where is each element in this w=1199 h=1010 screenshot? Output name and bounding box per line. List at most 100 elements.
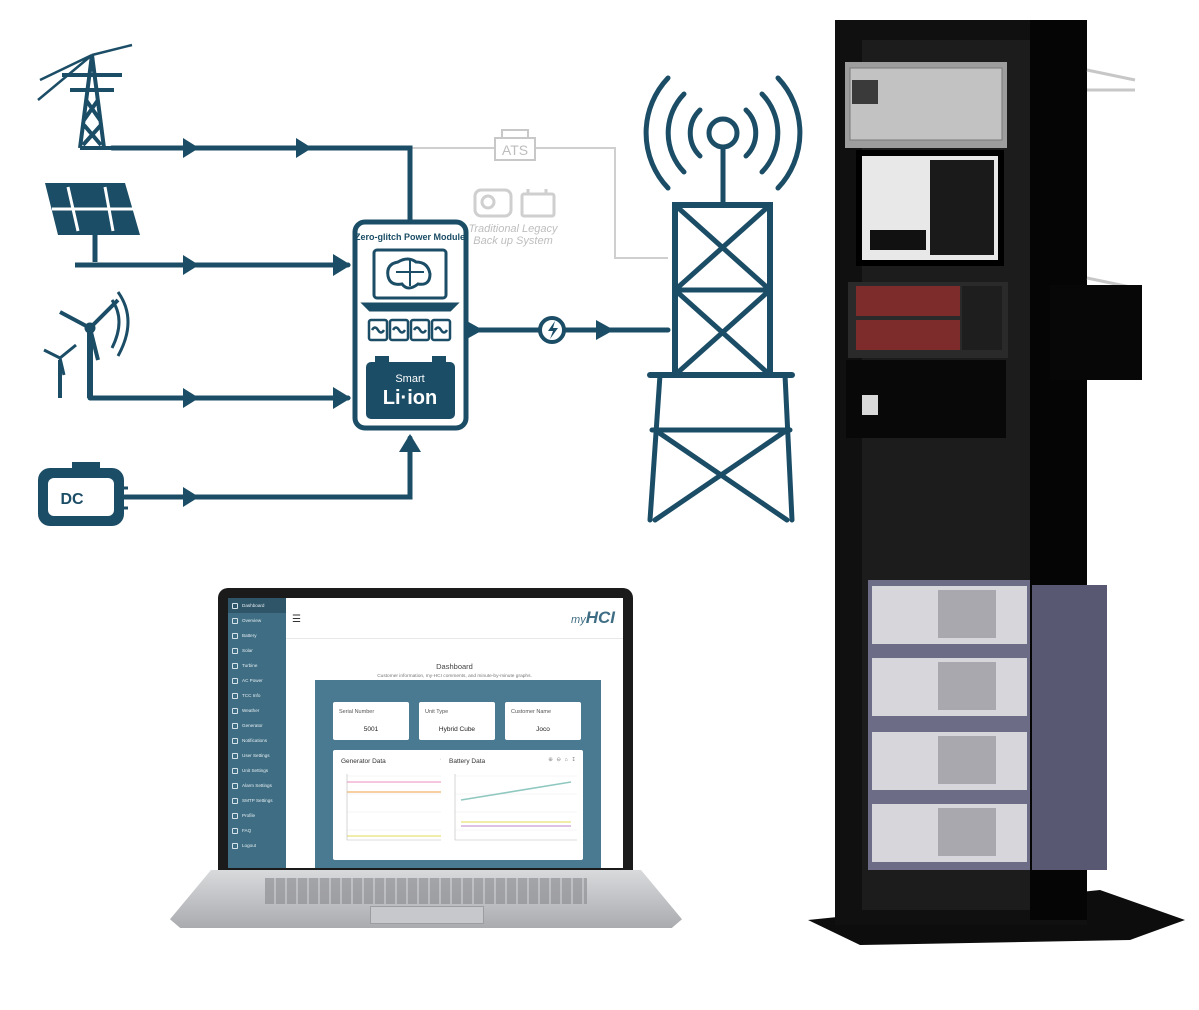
nav-icon — [232, 602, 238, 609]
sidebar-item-label: Generator — [242, 723, 263, 728]
sidebar-item-label: AC Power — [242, 678, 263, 683]
sidebar-item-notifications[interactable]: Notifications — [228, 733, 286, 748]
brain-laptop-icon — [360, 248, 460, 312]
nav-icon — [232, 737, 238, 744]
solar-panel-icon — [45, 183, 140, 268]
keyboard — [265, 878, 587, 904]
sidebar-item-smtp-settings[interactable]: SMTP Settings — [228, 793, 286, 808]
nav-icon — [232, 782, 238, 789]
sidebar-item-solar[interactable]: Solar — [228, 643, 286, 658]
card-label: Customer Name — [511, 709, 552, 715]
card-value: Hybrid Cube — [438, 726, 476, 733]
battery-chart-card: Battery Data ⊕ ⊖ ⌂ ↧ — [441, 750, 583, 860]
sidebar-item-label: Notifications — [242, 738, 268, 743]
card-label: Serial Number — [339, 709, 375, 715]
ats-label: ATS — [502, 142, 528, 158]
cell-tower-icon — [643, 75, 803, 523]
legacy-label-line2: Back up System — [473, 235, 552, 247]
page-title: Dashboard — [436, 662, 473, 671]
sidebar-item-battery[interactable]: Battery — [228, 628, 286, 643]
sidebar-item-ac-power[interactable]: AC Power — [228, 673, 286, 688]
chart-title: Generator Data — [341, 758, 386, 765]
sidebar-item-generator[interactable]: Generator — [228, 718, 286, 733]
battery-icon — [366, 362, 455, 419]
top-bar: ☰ myHCI — [286, 598, 623, 639]
chart-title: Battery Data — [449, 758, 486, 765]
legacy-backup-icon — [473, 188, 556, 218]
nav-icon — [232, 617, 238, 624]
sidebar-item-label: Unit Settings — [242, 768, 269, 773]
flow-arrows — [183, 138, 614, 507]
serial-number-card: Serial Number 5001 — [333, 702, 409, 740]
nav-icon — [232, 677, 238, 684]
sidebar-item-label: Logout — [242, 843, 257, 848]
trackpad — [370, 906, 484, 924]
transmission-tower-icon — [37, 43, 133, 150]
sidebar-item-logout[interactable]: Logout — [228, 838, 286, 853]
nav-icon — [232, 812, 238, 819]
customer-name-card: Customer Name Joco — [505, 702, 581, 740]
sidebar-item-label: Weather — [242, 708, 260, 713]
card-value: Joco — [536, 726, 550, 733]
page-subtitle: Customer information, my-HCI comments, a… — [377, 674, 532, 679]
module-title: Zero-glitch Power Module — [355, 232, 465, 242]
sidebar-item-overview[interactable]: Overview — [228, 613, 286, 628]
unit-type-card: Unit Type Hybrid Cube — [419, 702, 495, 740]
nav-icon — [232, 827, 238, 834]
inverter-modules — [367, 318, 452, 342]
sidebar-item-label: Dashboard — [242, 603, 265, 608]
nav-icon — [232, 752, 238, 759]
sidebar-item-label: Overview — [242, 618, 262, 623]
nav-icon — [232, 632, 238, 639]
sidebar-item-label: User Settings — [242, 753, 270, 758]
laptop-base — [170, 870, 682, 928]
card-value: 5001 — [363, 726, 379, 733]
sidebar-item-label: FAQ — [242, 828, 252, 833]
generator-label: DC — [60, 491, 84, 508]
sidebar-item-label: Profile — [242, 813, 256, 818]
series-line — [460, 781, 572, 801]
sidebar-item-unit-settings[interactable]: Unit Settings — [228, 763, 286, 778]
sidebar-item-turbine[interactable]: Turbine — [228, 658, 286, 673]
sidebar-item-tcc-info[interactable]: TCC Info — [228, 688, 286, 703]
legacy-label-line1: Traditional Legacy — [468, 223, 559, 235]
content-panel: Serial Number 5001 Unit Type Hybrid Cube… — [315, 680, 601, 868]
sidebar-item-alarm-settings[interactable]: Alarm Settings — [228, 778, 286, 793]
sidebar-item-dashboard[interactable]: Dashboard — [228, 598, 286, 613]
brand-logo: myHCI — [571, 608, 615, 627]
chart-tools[interactable]: ⊕ ⊖ ⌂ ↧ — [548, 757, 577, 763]
dc-generator-icon: DC — [38, 462, 128, 526]
nav-icon — [232, 767, 238, 774]
menu-icon[interactable]: ☰ — [292, 614, 301, 625]
sidebar-item-faq[interactable]: FAQ — [228, 823, 286, 838]
card-label: Unit Type — [425, 709, 449, 715]
nav-icon — [232, 722, 238, 729]
nav-icon — [232, 842, 238, 849]
sidebar-item-label: Turbine — [242, 663, 258, 668]
sidebar-item-label: Alarm Settings — [242, 783, 272, 788]
sidebar-item-profile[interactable]: Profile — [228, 808, 286, 823]
sidebar-item-weather[interactable]: Weather — [228, 703, 286, 718]
sidebar-item-label: Solar — [242, 648, 253, 653]
sidebar-item-label: TCC Info — [242, 693, 261, 698]
legacy-backup-lines — [410, 147, 668, 259]
wind-turbine-icon — [43, 291, 130, 398]
nav-icon — [232, 692, 238, 699]
ats-box: ATS — [494, 129, 536, 161]
battery-line1: Smart — [395, 373, 424, 385]
battery-line2: Li·ion — [383, 387, 437, 409]
power-module: Zero-glitch Power Module Smart Li·ion — [352, 219, 469, 431]
power-lines — [87, 145, 671, 500]
nav-icon — [232, 797, 238, 804]
battery-chart-plot — [454, 774, 577, 841]
nav-icon — [232, 662, 238, 669]
server-rack — [808, 20, 1185, 945]
lightning-icon — [538, 316, 566, 344]
nav-icon — [232, 647, 238, 654]
sidebar-item-user-settings[interactable]: User Settings — [228, 748, 286, 763]
sidebar-item-label: SMTP Settings — [242, 798, 273, 803]
